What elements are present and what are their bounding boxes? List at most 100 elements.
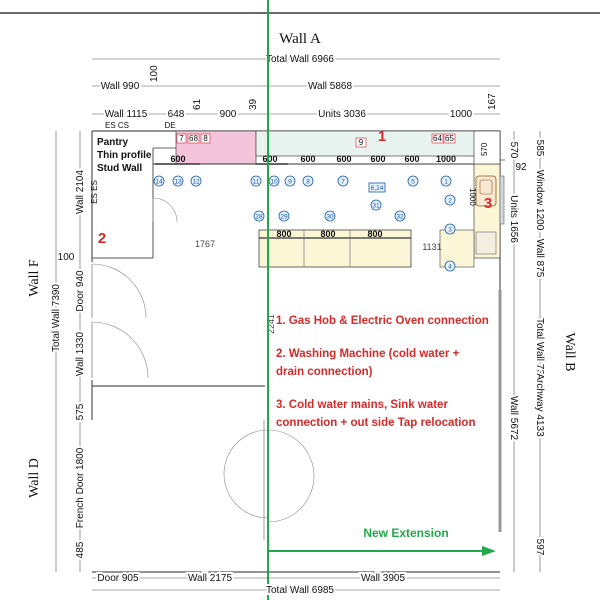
units-1656-label: Units 1656 [508, 195, 519, 243]
total-top-label: Total Wall 6966 [266, 54, 334, 65]
service-bubble-label-b7: 7 [341, 178, 345, 185]
service-bubble-b29 [278, 210, 290, 222]
service-bubble-label-b3: 3 [448, 226, 452, 233]
note-3b: connection + out side Tap relocation [276, 417, 475, 429]
pantry-label-3: Stud Wall [97, 163, 142, 174]
svg-text:1000: 1000 [436, 154, 456, 164]
svg-text:600: 600 [336, 154, 351, 164]
service-bubble-b4 [444, 260, 456, 272]
service-bubble-label-b6-24: 6,24 [371, 185, 384, 192]
door-pantry[interactable] [152, 197, 178, 223]
dim-2241: 2241 [266, 314, 276, 334]
wall-3905-label: Wall 3905 [361, 573, 406, 584]
dim-648: 648 [168, 109, 185, 120]
island-800-c: 800 [367, 229, 382, 239]
service-bubble-b2 [444, 194, 456, 206]
appliance-boxes: 7 68 8 9 64 65 [176, 133, 456, 148]
wall-2175-label: Wall 2175 [188, 573, 233, 584]
service-bubble-b7 [337, 175, 349, 187]
service-bubble-b13 [172, 175, 184, 187]
service-bubble-b28 [253, 210, 265, 222]
service-bubble-label-b13: 13 [174, 178, 182, 185]
dim-1131: 1131 [422, 242, 441, 252]
marker-2: 2 [98, 230, 106, 247]
sink [475, 175, 497, 207]
service-bubble-b32 [394, 210, 406, 222]
pantry-label-2: Thin profile [97, 150, 152, 161]
door-940[interactable] [91, 263, 147, 319]
service-bubble-b6-24 [368, 182, 386, 193]
service-bubble-label-b9: 9 [288, 178, 292, 185]
svg-text:600: 600 [370, 154, 385, 164]
service-bubble-b30 [324, 210, 336, 222]
service-bubble-label-b29: 29 [280, 213, 288, 220]
service-bubble-b1 [440, 175, 452, 187]
marker-3: 3 [484, 195, 492, 212]
service-bubble-label-b31: 31 [372, 202, 380, 209]
svg-text:600: 600 [300, 154, 315, 164]
marker-1: 1 [378, 128, 386, 145]
service-bubble-b9 [284, 175, 296, 187]
wall-f-label: Wall F [27, 259, 42, 297]
dim-585: 585 [534, 140, 545, 157]
left-total-label: Total Wall 7390 [51, 284, 62, 352]
wall-5672-label: Wall 5672 [508, 396, 519, 441]
wall-1115-label: Wall 1115 [105, 109, 148, 120]
service-bubble-label-b5: 5 [411, 178, 415, 185]
units-3036-label: Units 3036 [318, 109, 366, 120]
dim-100-left: 100 [58, 252, 75, 263]
es-es-label: ES ES [90, 180, 99, 204]
wall-875-label: Wall 875 [534, 239, 545, 278]
service-bubble-b14 [153, 175, 165, 187]
service-bubble-b31 [370, 199, 382, 211]
note-2a: 2. Washing Machine (cold water + [276, 348, 460, 360]
note-3a: 3. Cold water mains, Sink water [276, 399, 448, 411]
door-lower-left[interactable] [91, 321, 149, 379]
service-bubble-label-b4: 4 [448, 263, 452, 270]
note-1: 1. Gas Hob & Electric Oven connection [276, 315, 489, 327]
door-940-label: Door 940 [75, 270, 86, 312]
dim-61: 61 [192, 98, 203, 110]
corner-unit-570 [473, 130, 501, 165]
es-cs-label: ES CS [105, 121, 129, 130]
service-bubble-label-b2: 2 [448, 197, 452, 204]
dim-92: 92 [515, 162, 527, 173]
dim-1767: 1767 [195, 239, 215, 249]
service-bubble-b12 [190, 175, 202, 187]
service-bubble-b11 [250, 175, 262, 187]
wall-d-label: Wall D [27, 458, 42, 498]
svg-text:64: 64 [433, 134, 442, 143]
svg-text:65: 65 [445, 134, 454, 143]
svg-text:600: 600 [262, 154, 277, 164]
kitchen-island [258, 229, 412, 268]
service-bubble-label-b8: 8 [306, 178, 310, 185]
unit-1000-side-label: 1000 [468, 188, 477, 206]
wall-5868-label: Wall 5868 [308, 81, 353, 92]
sink-basin [479, 179, 493, 195]
service-bubble-label-b11: 11 [253, 178, 260, 185]
service-bubble-label-b32: 32 [396, 213, 404, 220]
wall-2104-label: Wall 2104 [75, 170, 86, 215]
wall-a-label: Wall A [279, 31, 321, 47]
svg-text:8: 8 [203, 134, 208, 143]
bottom-total-label: Total Wall 6985 [266, 585, 334, 596]
unit-570-label: 570 [480, 142, 489, 156]
dim-570-right: 570 [508, 142, 519, 159]
french-door[interactable] [223, 420, 315, 540]
de-label: DE [164, 121, 175, 130]
svg-text:600: 600 [404, 154, 419, 164]
dim-485-left: 485 [75, 541, 86, 558]
dim-167: 167 [487, 93, 498, 110]
wall-b-label: Wall B [562, 333, 577, 372]
island-800-a: 800 [276, 229, 291, 239]
dim-900: 900 [220, 109, 237, 120]
window-1200-label: Window 1200 [534, 170, 545, 231]
service-bubble-b8 [302, 175, 314, 187]
service-bubble-label-b30: 30 [326, 213, 334, 220]
dim-100-top: 100 [149, 65, 160, 82]
service-bubble-label-b28: 28 [255, 213, 263, 220]
service-bubble-label-b10: 10 [270, 178, 278, 185]
french-door-label: French Door 1800 [75, 447, 86, 528]
